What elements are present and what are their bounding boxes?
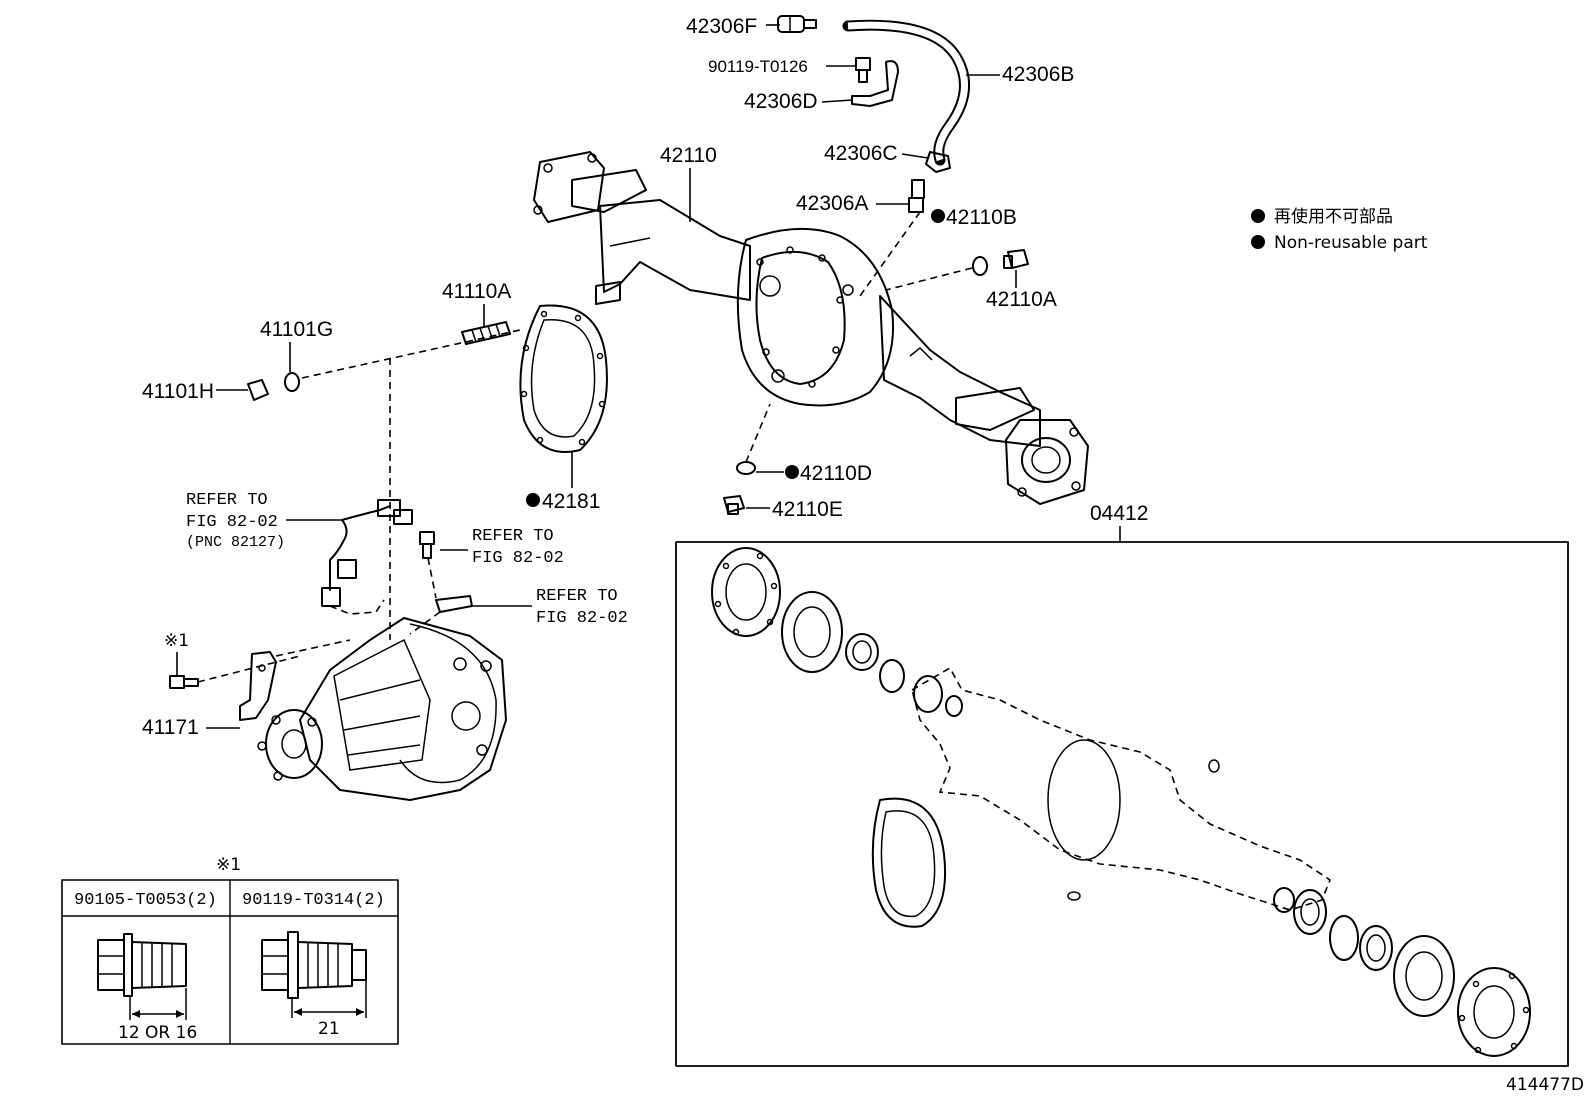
legend-jp: 再使用不可部品 bbox=[1274, 206, 1393, 227]
label-41101G: 41101G bbox=[260, 318, 333, 341]
label-42181: 42181 bbox=[542, 490, 600, 513]
part-42306C-clip[interactable] bbox=[925, 151, 951, 173]
bolt-col1-dim: 12 OR 16 bbox=[118, 1023, 197, 1043]
label-42110: 42110 bbox=[660, 144, 717, 167]
part-90119-T0126-bolt[interactable] bbox=[855, 57, 871, 83]
label-42306C: 42306C bbox=[824, 142, 898, 165]
label-42110D: 42110D bbox=[800, 462, 872, 485]
kit-o-ring-left bbox=[879, 659, 905, 693]
refer3-line1: REFER TO bbox=[536, 587, 618, 606]
label-04412: 04412 bbox=[1090, 502, 1148, 525]
refer1-line3: (PNC 82127) bbox=[186, 534, 285, 551]
kit-hub-gasket-right-2 bbox=[1457, 967, 1531, 1057]
kit-carrier-gasket bbox=[871, 797, 947, 928]
kit-oil-seal-left bbox=[845, 633, 879, 671]
bolt-note1[interactable] bbox=[169, 675, 199, 689]
label-42306A: 42306A bbox=[796, 192, 868, 215]
kit-housing-outline bbox=[911, 666, 1331, 911]
bolt-col1-header: 90105-T0053(2) bbox=[74, 891, 217, 910]
sensor-bolt[interactable] bbox=[419, 531, 437, 599]
refer3-line2: FIG 82-02 bbox=[536, 609, 628, 628]
bolt-col2-dim: 21 bbox=[318, 1019, 340, 1039]
non-reusable-mark bbox=[931, 209, 945, 223]
part-42306A-union[interactable] bbox=[908, 179, 925, 213]
part-41101H-nut[interactable] bbox=[247, 379, 269, 401]
sensor-bracket[interactable] bbox=[435, 595, 473, 613]
bolt-col2-header: 90119-T0314(2) bbox=[242, 891, 385, 910]
non-reusable-mark bbox=[785, 465, 799, 479]
legend: 再使用不可部品 Non-reusable part bbox=[1251, 206, 1428, 253]
label-42306B: 42306B bbox=[1002, 63, 1074, 86]
part-41171-bracket[interactable] bbox=[239, 651, 277, 721]
part-42306D-bracket[interactable] bbox=[851, 60, 899, 107]
refer2-line2: FIG 82-02 bbox=[472, 549, 564, 568]
kit-hub-gasket-left bbox=[711, 547, 781, 637]
part-42306F-plug[interactable] bbox=[777, 15, 817, 33]
label-41171: 41171 bbox=[142, 716, 199, 739]
bolt-90119-icon bbox=[261, 931, 367, 1018]
bolt-table: ※1 90105-T0053(2) 90119-T0314(2) 12 OR 1… bbox=[61, 855, 399, 1045]
bolt-90105-icon bbox=[97, 933, 187, 1020]
legend-dot-icon bbox=[1251, 209, 1265, 223]
label-note1: ※1 bbox=[164, 631, 189, 651]
label-42306F: 42306F bbox=[686, 15, 757, 38]
part-41101G-washer[interactable] bbox=[284, 372, 300, 392]
part-42110D-gasket[interactable] bbox=[736, 461, 756, 475]
refer1-line2: FIG 82-02 bbox=[186, 513, 278, 532]
legend-dot-icon bbox=[1251, 235, 1265, 249]
kit-hub-gasket-right bbox=[1393, 935, 1455, 1017]
label-90119-T0126: 90119-T0126 bbox=[708, 57, 808, 76]
breather-hose-group bbox=[777, 15, 971, 297]
refer1-line1: REFER TO bbox=[186, 491, 268, 510]
part-42110A-plug[interactable] bbox=[1003, 249, 1029, 269]
part-42181-gasket[interactable] bbox=[519, 304, 608, 453]
label-41101H: 41101H bbox=[142, 380, 214, 403]
legend-en: Non-reusable part bbox=[1274, 233, 1428, 253]
refer2-line1: REFER TO bbox=[472, 527, 554, 546]
figure-id: 414477D bbox=[1506, 1075, 1584, 1095]
label-42110B: 42110B bbox=[946, 206, 1017, 229]
kit-04412-box[interactable] bbox=[675, 541, 1569, 1067]
label-41110A: 41110A bbox=[442, 280, 511, 303]
label-42110E: 42110E bbox=[772, 498, 843, 521]
label-42306D: 42306D bbox=[744, 90, 818, 113]
non-reusable-mark bbox=[526, 493, 540, 507]
kit-gasket-2 bbox=[781, 591, 843, 673]
differential-carrier[interactable] bbox=[257, 617, 507, 801]
part-42110B-gasket[interactable] bbox=[972, 256, 988, 276]
bolt-table-title: ※1 bbox=[216, 855, 241, 875]
labels: 42306F 90119-T0126 42306D 42306B 42306C … bbox=[142, 15, 1148, 739]
kit-oil-seal-2-left bbox=[913, 675, 943, 713]
wire-harness[interactable] bbox=[321, 499, 413, 615]
label-42110A: 42110A bbox=[986, 288, 1057, 311]
part-42110E-plug[interactable] bbox=[723, 495, 745, 515]
